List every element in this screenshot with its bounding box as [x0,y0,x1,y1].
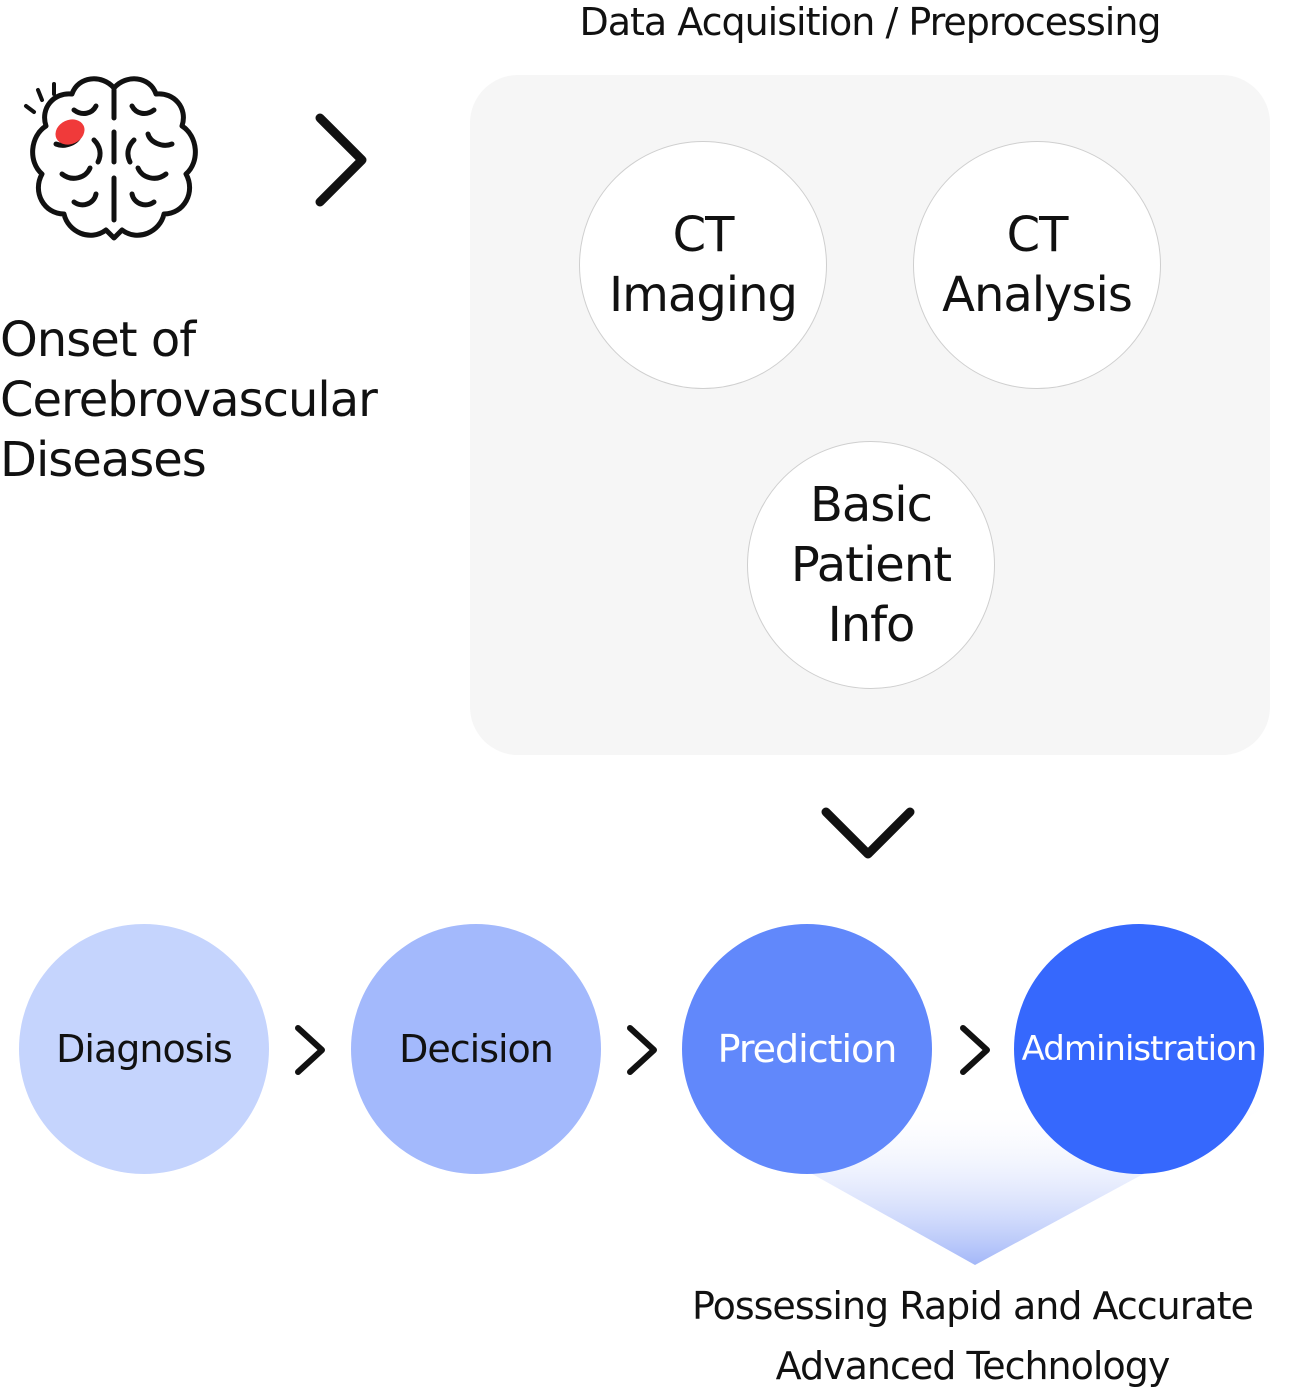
ct-imaging-label: CT Imaging [608,207,798,323]
step-decision-label: Decision [399,1027,554,1071]
step-prediction: Prediction [682,924,932,1174]
step-diagnosis: Diagnosis [19,924,269,1174]
chevron-right-icon [315,113,367,207]
patient-info-label: Basic Patient Info [790,477,952,653]
chevron-right-icon [295,1025,325,1075]
footer-caption: Possessing Rapid and Accurate Advanced T… [692,1284,1254,1388]
step-decision: Decision [351,924,601,1174]
acquisition-title: Data Acquisition / Preprocessing [579,0,1161,44]
step-administration: Administration [1014,924,1264,1174]
step-administration-label: Administration [1021,1029,1258,1069]
onset-label: Onset of Cerebrovascular Diseases [0,312,378,488]
patient-info-node: Basic Patient Info [747,441,995,689]
chevron-down-icon [821,807,915,859]
step-diagnosis-label: Diagnosis [56,1027,233,1071]
ct-analysis-node: CT Analysis [913,141,1161,389]
brain-icon [24,76,198,241]
ct-analysis-label: CT Analysis [942,207,1133,323]
chevron-right-icon [627,1025,657,1075]
chevron-right-icon [960,1025,990,1075]
ct-imaging-node: CT Imaging [579,141,827,389]
step-prediction-label: Prediction [717,1027,898,1071]
